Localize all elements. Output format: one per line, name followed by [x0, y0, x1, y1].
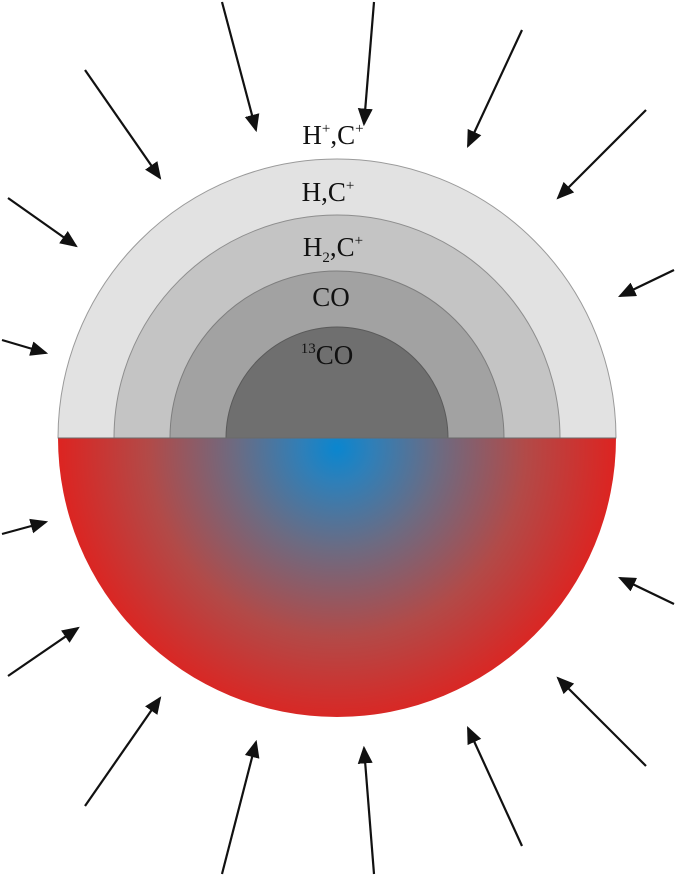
- arrow-11: [7, 626, 80, 677]
- outer-label-part: +: [322, 121, 330, 137]
- third-label-part: +: [355, 233, 363, 249]
- outer-label-part: +: [355, 121, 363, 137]
- arrow-13: [84, 696, 162, 807]
- arrow-9: [1, 518, 49, 536]
- second-label-part: H,C: [302, 177, 346, 207]
- arrow-1: [220, 1, 260, 133]
- core-label-part: 13: [301, 341, 316, 357]
- arrow-4: [84, 69, 162, 180]
- lower-hemisphere: [58, 438, 616, 717]
- arrow-8: [1, 338, 49, 356]
- core-layer-label: 13CO: [301, 340, 354, 370]
- arrow-10: [618, 577, 675, 605]
- third-layer-label: H2,C+: [303, 232, 363, 266]
- outer-layer-label: H+,C+: [302, 120, 363, 150]
- third-label-part: H: [303, 232, 323, 262]
- arrow-7: [618, 269, 675, 297]
- second-layer-label: H,C+: [302, 177, 355, 207]
- third-label-part: 2: [322, 250, 330, 266]
- upper-shells: [57, 158, 617, 439]
- arrow-3: [467, 29, 523, 148]
- layer-labels: H+,C+ H,C+ H2,C+ CO 13CO: [301, 120, 364, 370]
- arrow-16: [357, 745, 376, 875]
- arrow-2: [357, 1, 376, 127]
- core-shell: [225, 326, 449, 439]
- second-label-part: +: [346, 178, 354, 194]
- fourth-layer-label: CO: [312, 282, 350, 312]
- outer-label-part: H: [302, 120, 322, 150]
- third-label-part: ,C: [330, 232, 355, 262]
- fourth-label-part: CO: [312, 282, 350, 312]
- core-label-part: CO: [316, 340, 354, 370]
- arrow-15: [220, 739, 260, 875]
- arrow-6: [7, 197, 78, 248]
- outer-label-part: ,C: [330, 120, 355, 150]
- arrow-12: [556, 676, 647, 767]
- arrow-14: [466, 725, 524, 847]
- arrow-5: [556, 109, 647, 200]
